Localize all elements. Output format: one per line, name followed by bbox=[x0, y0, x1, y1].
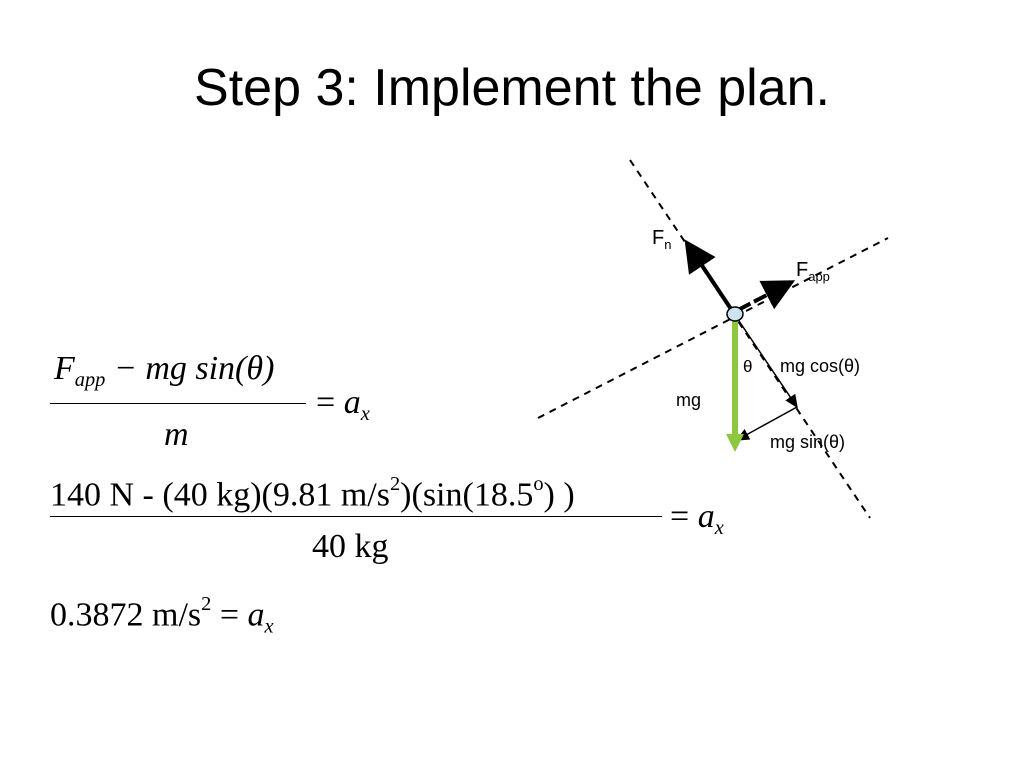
eq1-app-sub: app bbox=[74, 369, 106, 392]
eq1-rest: − mg sin(θ) bbox=[105, 350, 275, 387]
mg-cos-label: mg cos(θ) bbox=[780, 356, 860, 376]
object-node bbox=[726, 306, 744, 322]
eq3: 0.3872 m/s2 = ax bbox=[50, 594, 274, 637]
mg-sin-label: mg sin(θ) bbox=[770, 432, 845, 452]
eq1-denominator: m bbox=[164, 416, 189, 453]
eq1-x-sub: x bbox=[360, 403, 370, 426]
mg-cos-component bbox=[736, 317, 798, 409]
eq2-num-part3: ) ) bbox=[543, 476, 575, 514]
eq1-a: a bbox=[343, 384, 361, 421]
eq2-rhs: = ax bbox=[670, 500, 724, 539]
eq1-F: F bbox=[54, 350, 75, 387]
eq3-a: a bbox=[247, 596, 265, 634]
slide-title: Step 3: Implement the plan. bbox=[194, 59, 830, 117]
fn-arrow bbox=[684, 239, 735, 314]
eq2-denominator: 40 kg bbox=[312, 528, 389, 565]
eq3-sup2: 2 bbox=[201, 593, 212, 615]
fapp-label: Fapp bbox=[796, 259, 830, 284]
eq1-numerator: Fapp − mg sin(θ) bbox=[54, 352, 274, 391]
theta-label: θ bbox=[743, 357, 752, 376]
eq3-x-sub: x bbox=[264, 615, 274, 638]
eq2-sup2: 2 bbox=[389, 473, 401, 495]
mg-sin-component bbox=[735, 406, 798, 441]
eq2-x-sub: x bbox=[714, 517, 724, 540]
normal-axis-line bbox=[629, 159, 871, 519]
mg-label: mg bbox=[676, 390, 701, 410]
eq2-fraction-bar bbox=[50, 516, 662, 517]
eq2-equals: = bbox=[670, 498, 690, 535]
eq3-equals: = bbox=[219, 596, 240, 634]
eq2-a: a bbox=[697, 498, 715, 535]
mg-arrow-head bbox=[726, 434, 744, 452]
eq2-numerator: 140 N - (40 kg)(9.81 m/s2)(sin(18.5o) ) bbox=[50, 474, 575, 512]
eq1-equals: = bbox=[316, 384, 336, 421]
eq2-num-part1: 140 N - (40 kg)(9.81 m/s bbox=[50, 476, 390, 514]
eq3-value: 0.3872 m/s bbox=[50, 596, 202, 634]
fapp-arrow bbox=[737, 280, 796, 312]
eq1-fraction-bar bbox=[50, 403, 306, 404]
eq2-num-part2: )(sin(18.5 bbox=[400, 476, 534, 514]
eq2-degree: o bbox=[533, 473, 544, 495]
eq1-rhs: = ax bbox=[316, 386, 370, 425]
fn-label: Fn bbox=[652, 227, 671, 252]
incline-line bbox=[537, 237, 889, 419]
